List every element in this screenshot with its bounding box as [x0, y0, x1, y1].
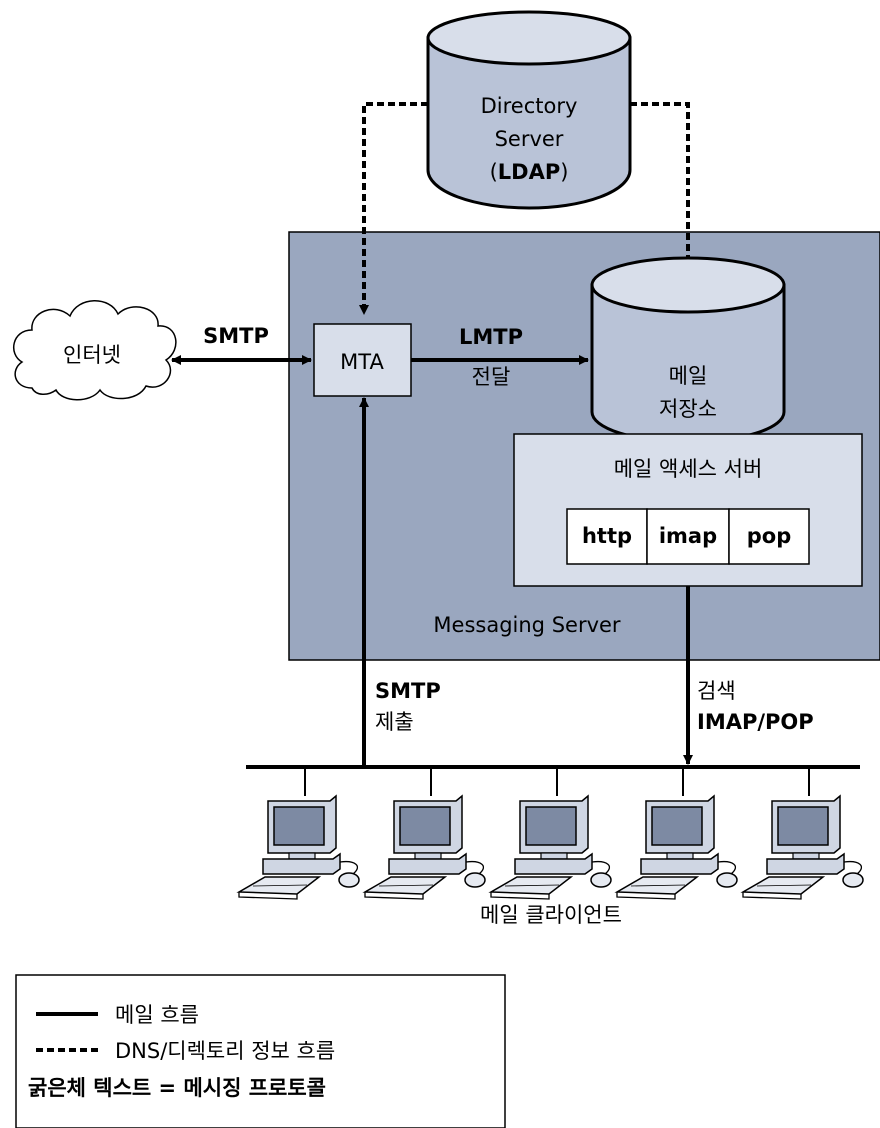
client-computer-icon — [236, 767, 360, 900]
monitor-stand — [792, 852, 820, 860]
keyboard-keys — [378, 884, 434, 887]
mouse-cable — [339, 860, 358, 875]
keyboard-keys — [630, 884, 686, 887]
monitor-stand — [666, 852, 694, 860]
keyboard-edge — [742, 892, 802, 900]
mail-clients-group — [236, 767, 864, 900]
mouse-cable — [591, 860, 610, 875]
legend-bold-note: 굵은체 텍스트 = 메시징 프로토콜 — [28, 1076, 326, 1100]
pop-label: pop — [747, 524, 792, 548]
client-computer-icon — [488, 767, 612, 900]
lmtp-sub-label: 전달 — [472, 365, 511, 389]
internet-label: 인터넷 — [63, 343, 121, 367]
mta-box — [313, 323, 412, 397]
mouse — [338, 872, 360, 888]
keyboard-keys — [504, 884, 560, 887]
directory-server-line2: Server — [495, 127, 564, 151]
monitor-screen — [777, 806, 829, 846]
mail-store-line2: 저장소 — [659, 397, 717, 421]
keyboard-keys — [252, 884, 308, 887]
system-unit — [388, 852, 467, 875]
system-unit — [640, 852, 719, 875]
keyboard-edge — [364, 892, 424, 900]
legend-dashed-label: DNS/디렉토리 정보 흐름 — [115, 1039, 335, 1063]
mail-access-server-title: 메일 액세스 서버 — [614, 457, 763, 481]
legend-solid-label: 메일 흐름 — [115, 1003, 199, 1027]
smtp-submit-label: SMTP — [375, 679, 441, 703]
monitor-stand — [540, 852, 568, 860]
directory-server-line3: (LDAP) — [490, 160, 569, 184]
keyboard-edge — [238, 892, 298, 900]
internet-cloud — [12, 300, 177, 401]
mouse-cable — [465, 860, 484, 875]
monitor-screen — [651, 806, 703, 846]
monitor-stand — [414, 852, 442, 860]
mouse — [716, 872, 738, 888]
mail-clients-label: 메일 클라이언트 — [480, 903, 622, 927]
client-computer-icon — [362, 767, 486, 900]
retrieval-label: IMAP/POP — [697, 710, 814, 734]
imap-label: imap — [659, 524, 717, 548]
monitor-stand — [288, 852, 316, 860]
keyboard-edge — [616, 892, 676, 900]
pop-box — [728, 508, 810, 565]
ldap-to-mta-dashed — [359, 102, 428, 315]
mouse — [464, 872, 486, 888]
keyboard-edge — [490, 892, 550, 900]
system-unit — [262, 852, 341, 875]
mouse-cable — [717, 860, 736, 875]
lmtp-label: LMTP — [459, 325, 523, 349]
directory-server-cylinder — [426, 10, 632, 210]
client-computer-icon — [614, 767, 738, 900]
mta-label: MTA — [340, 350, 384, 374]
system-unit — [766, 852, 845, 875]
monitor-screen — [399, 806, 451, 846]
mail-store-line1: 메일 — [669, 364, 708, 388]
mouse — [590, 872, 612, 888]
protocol-boxes: http imap pop — [566, 508, 810, 565]
http-label: http — [582, 524, 632, 548]
mouse-cable — [843, 860, 862, 875]
monitor-screen — [525, 806, 577, 846]
http-box — [566, 508, 648, 565]
retrieval-sub-label: 검색 — [697, 679, 736, 703]
client-computer-icon — [740, 767, 864, 900]
system-unit — [514, 852, 593, 875]
smtp-internet-label: SMTP — [203, 324, 269, 348]
ldap-to-store-dashed — [630, 102, 693, 297]
imap-box — [646, 508, 730, 565]
monitor-screen — [273, 806, 325, 846]
keyboard-keys — [756, 884, 812, 887]
messaging-server-label: Messaging Server — [433, 613, 621, 637]
mouse — [842, 872, 864, 888]
directory-server-line1: Directory — [481, 94, 578, 118]
smtp-submit-sub-label: 제출 — [375, 710, 414, 734]
